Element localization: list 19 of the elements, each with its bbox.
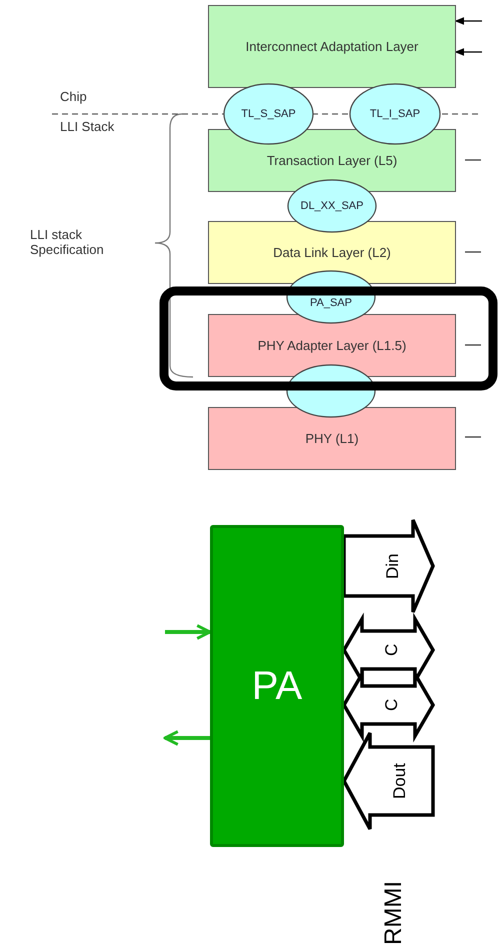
layer-box: PHY Adapter Layer (L1.5) (208, 314, 456, 377)
layer-box: PHY (L1) (208, 407, 456, 470)
layer-box: Interconnect Adaptation Layer (208, 5, 456, 88)
sap-ellipse: TL_S_SAP (223, 83, 314, 145)
arrow (454, 17, 482, 25)
sap-ellipse: TL_I_SAP (349, 83, 441, 145)
arrow (165, 624, 212, 640)
arrow (164, 730, 210, 746)
text-label: RMMI (380, 881, 408, 945)
bus-arrow (342, 668, 436, 742)
text-label: LLI stack Specification (30, 227, 105, 257)
text-label: Chip (60, 89, 88, 104)
block-box: PA (210, 525, 344, 847)
layer-box: Data Link Layer (L2) (208, 221, 456, 284)
text-label: LLI Stack (60, 119, 116, 134)
sap-ellipse: DL_XX_SAP (287, 179, 377, 233)
arrow (454, 48, 482, 56)
bus-arrow (342, 518, 435, 614)
bus-arrow (342, 731, 435, 831)
